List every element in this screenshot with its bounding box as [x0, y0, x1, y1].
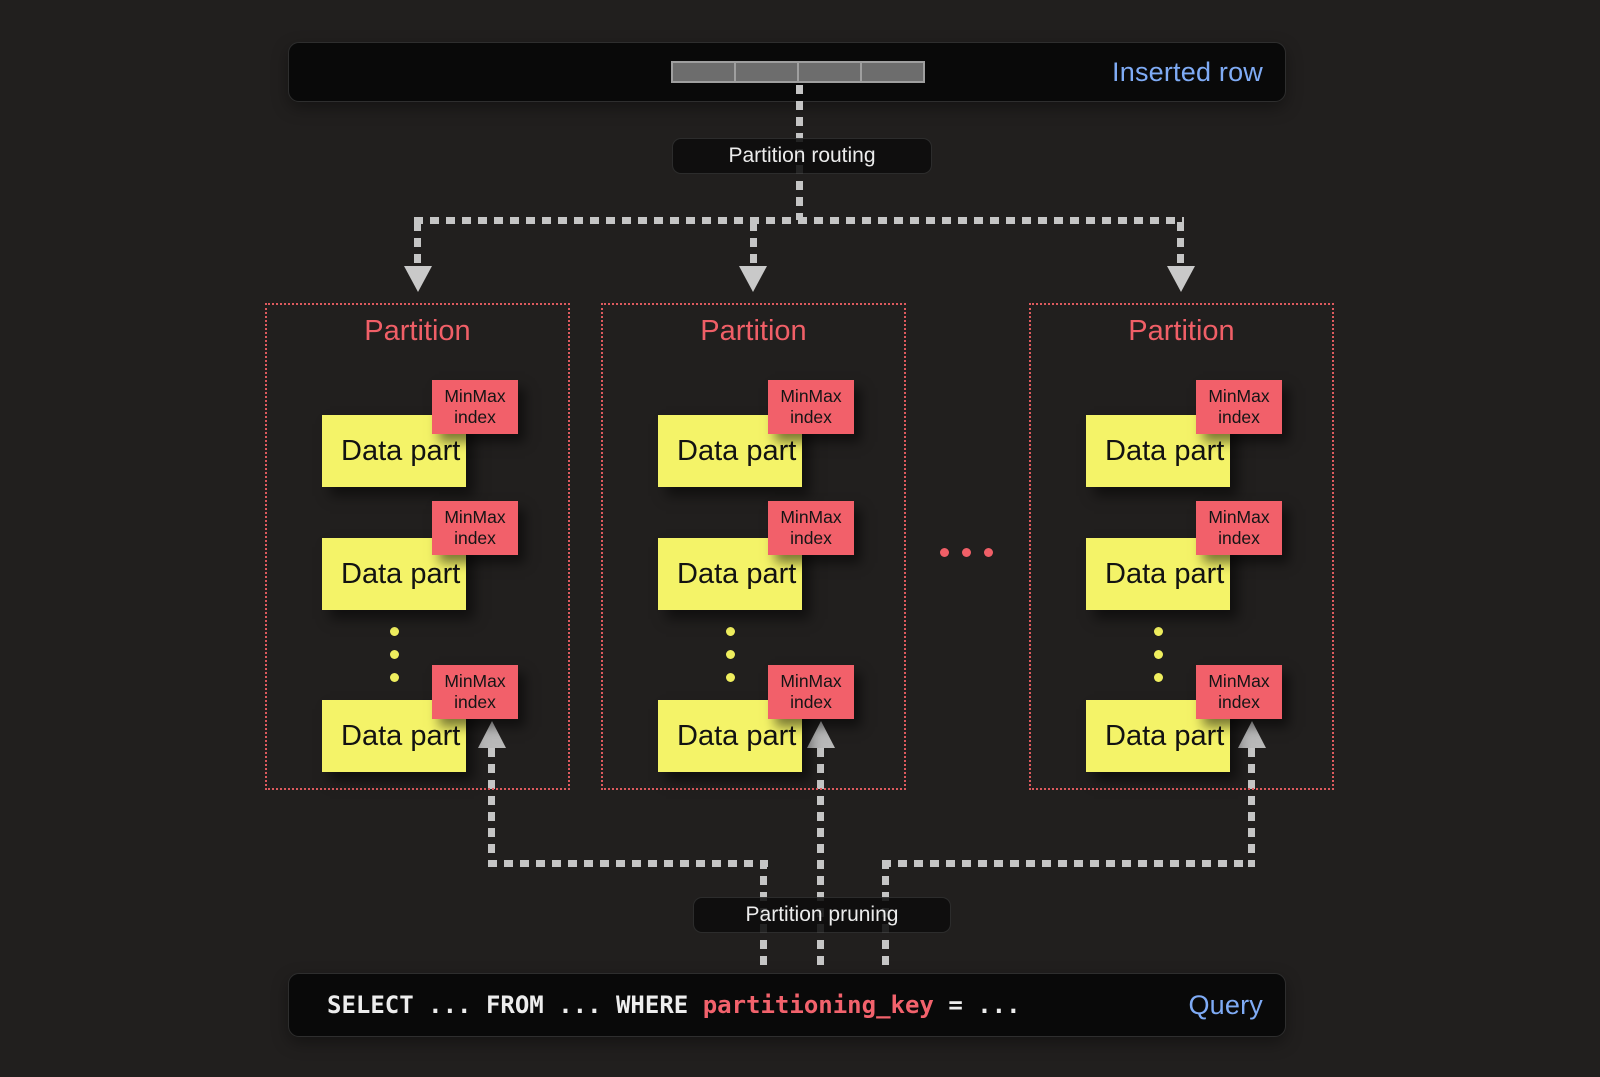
more-parts-dot [390, 673, 399, 682]
minmax-index-badge: MinMax index [432, 665, 518, 719]
more-parts-dot [390, 650, 399, 659]
more-partitions-dot [962, 548, 971, 557]
row-cell [671, 61, 736, 83]
more-partitions-dot [940, 548, 949, 557]
arrow-up-icon [1238, 721, 1266, 748]
more-parts-dot [1154, 627, 1163, 636]
sql-partitioning-key: partitioning_key [702, 991, 934, 1019]
minmax-index-badge: MinMax index [768, 665, 854, 719]
distribution-line [414, 217, 1184, 224]
pruning-collector-line-left [488, 860, 768, 867]
arrow-down-icon [739, 266, 767, 292]
partition-pruning-label: Partition pruning [693, 897, 951, 933]
partition-box-3: Partition MinMax index Data part MinMax … [1029, 303, 1334, 790]
arrow-line-to-partition-1 [414, 222, 421, 266]
sql-prefix: SELECT ... FROM ... WHERE [327, 991, 703, 1019]
arrow-line-to-partition-3 [1177, 222, 1184, 266]
partition-box-1: Partition MinMax index Data part MinMax … [265, 303, 570, 790]
data-part-box: Data part [1086, 415, 1230, 487]
arrow-line-to-partition-2 [750, 222, 757, 266]
minmax-index-badge: MinMax index [432, 380, 518, 434]
partition-title: Partition [700, 315, 807, 347]
more-parts-dot [1154, 673, 1163, 682]
arrow-up-icon [807, 721, 835, 748]
query-label: Query [1188, 989, 1263, 1020]
minmax-index-badge: MinMax index [1196, 665, 1282, 719]
row-cells [671, 61, 925, 83]
sql-query-text: SELECT ... FROM ... WHERE partitioning_k… [327, 974, 1021, 1036]
pruning-line-partition-1 [488, 748, 495, 867]
arrow-down-icon [1167, 266, 1195, 292]
minmax-index-badge: MinMax index [1196, 501, 1282, 555]
arrow-down-icon [404, 266, 432, 292]
minmax-index-badge: MinMax index [768, 380, 854, 434]
sql-suffix: = ... [933, 991, 1021, 1019]
row-cell [797, 61, 862, 83]
partition-box-2: Partition MinMax index Data part MinMax … [601, 303, 906, 790]
minmax-index-badge: MinMax index [432, 501, 518, 555]
more-parts-dot [390, 627, 399, 636]
pruning-line-partition-3 [1248, 748, 1255, 867]
pruning-line-partition-2 [817, 748, 824, 968]
partition-title: Partition [364, 315, 471, 347]
minmax-index-badge: MinMax index [1196, 380, 1282, 434]
more-parts-dot [726, 627, 735, 636]
data-part-box: Data part [322, 700, 466, 772]
more-parts-dot [726, 650, 735, 659]
more-partitions-dot [984, 548, 993, 557]
row-cell [860, 61, 925, 83]
arrow-up-icon [478, 721, 506, 748]
inserted-row-bar: Inserted row [288, 42, 1286, 102]
row-cell [734, 61, 799, 83]
query-bar: SELECT ... FROM ... WHERE partitioning_k… [288, 973, 1286, 1037]
more-parts-dot [726, 673, 735, 682]
inserted-row-label: Inserted row [1112, 56, 1263, 87]
partition-title: Partition [1128, 315, 1235, 347]
pruning-collector-line-right [882, 860, 1255, 867]
partition-routing-label: Partition routing [672, 138, 932, 174]
more-parts-dot [1154, 650, 1163, 659]
minmax-index-badge: MinMax index [768, 501, 854, 555]
